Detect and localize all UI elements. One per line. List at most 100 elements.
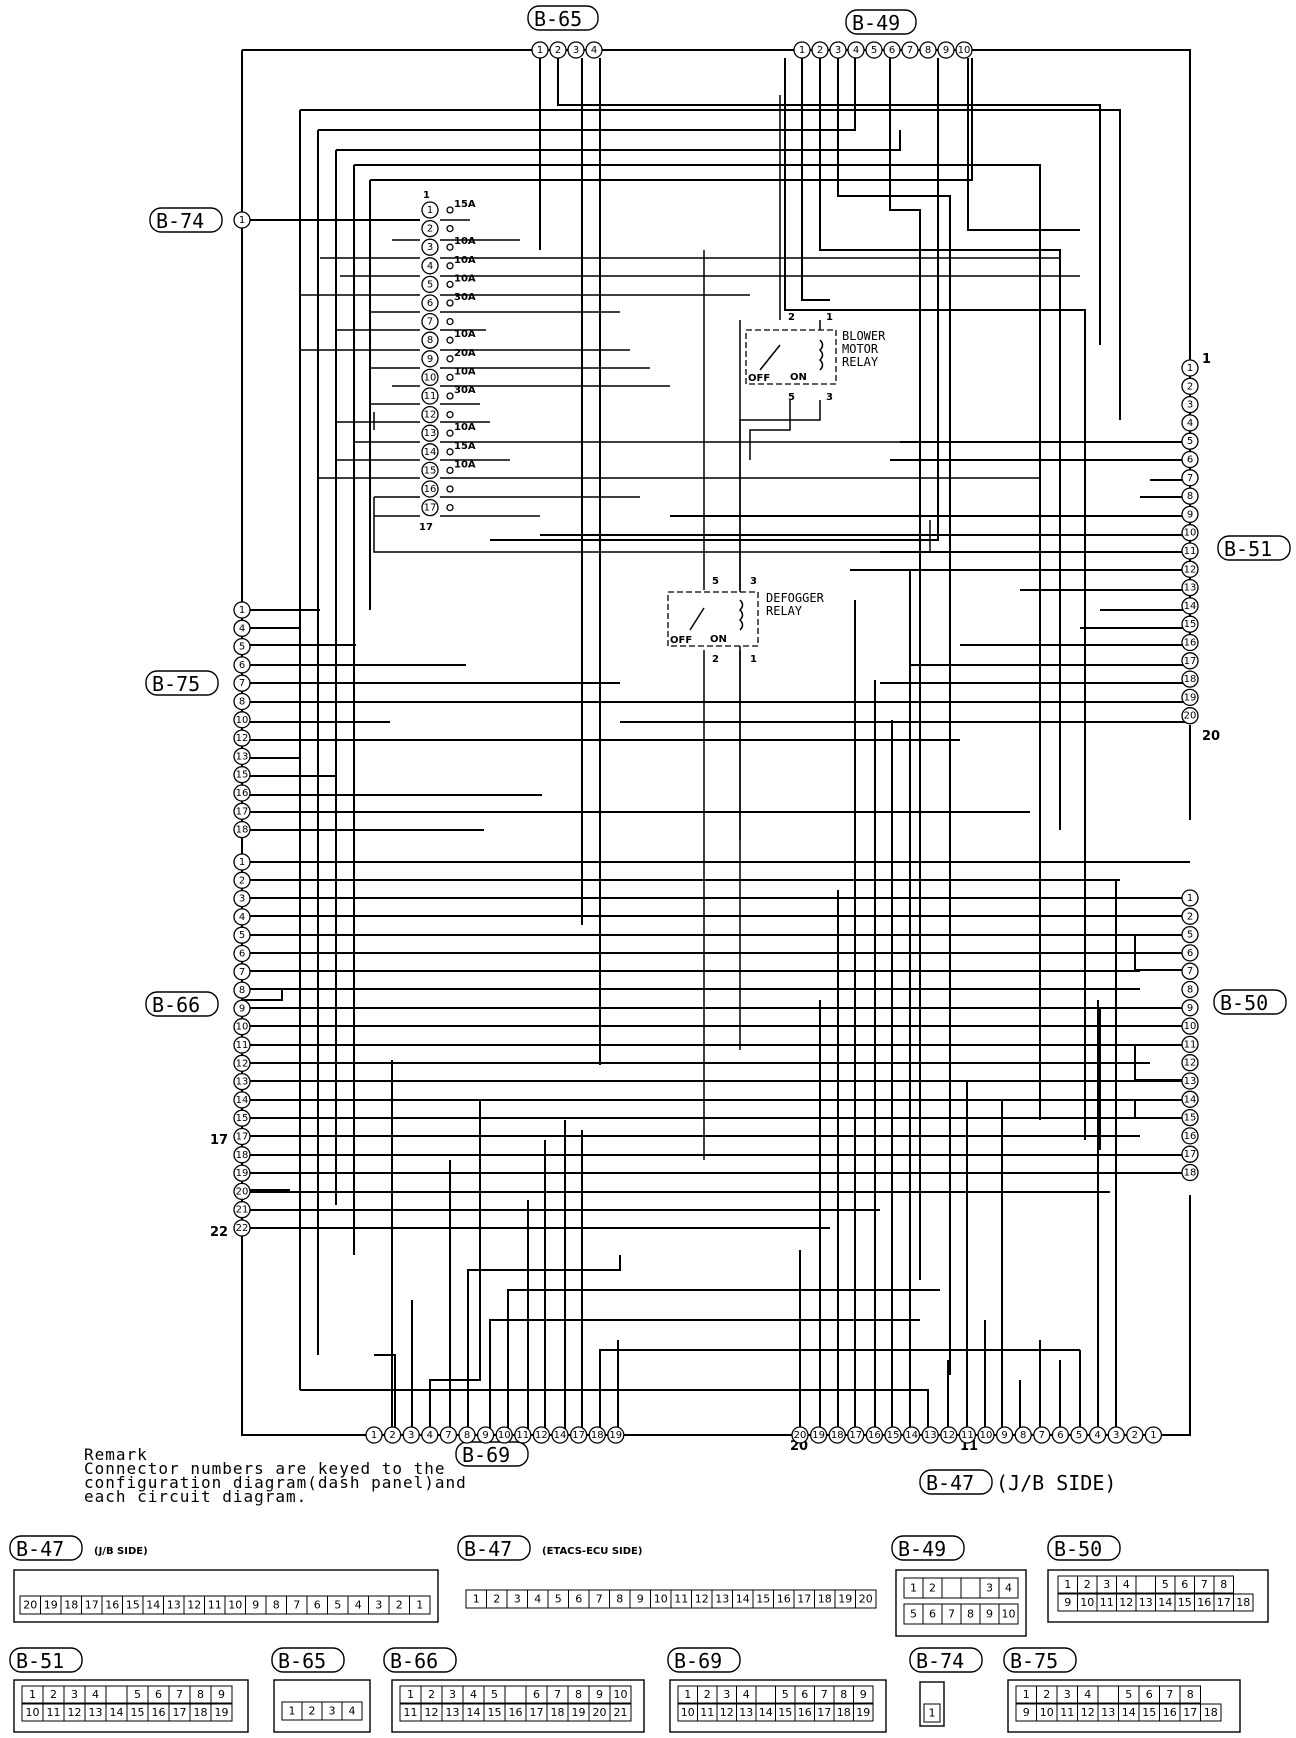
fuse-15-terminal (446, 466, 454, 475)
svg-text:1: 1 (239, 605, 245, 616)
svg-text:21: 21 (614, 1706, 628, 1719)
fuse-9-rating: 20A (454, 348, 476, 359)
b69-pin-19: 19 (607, 1426, 625, 1444)
fuse-10-rating: 10A (454, 366, 476, 377)
svg-text:9: 9 (427, 354, 433, 365)
b47-pin-10: 10 (977, 1426, 995, 1444)
svg-text:1: 1 (537, 45, 543, 56)
connector-b51-label: B-51 (1217, 535, 1291, 561)
svg-text:4: 4 (591, 45, 597, 56)
svg-text:4: 4 (1123, 1578, 1130, 1591)
svg-text:15: 15 (424, 465, 437, 476)
svg-text:1: 1 (427, 205, 433, 216)
svg-text:5: 5 (1187, 930, 1193, 941)
internal-wiring (241, 50, 1190, 1435)
b47-pin-13: 13 (921, 1426, 939, 1444)
svg-text:(ETACS-ECU SIDE): (ETACS-ECU SIDE) (542, 1546, 642, 1557)
svg-text:14: 14 (1122, 1706, 1136, 1719)
svg-text:10: 10 (236, 715, 249, 726)
svg-text:8: 8 (840, 1688, 847, 1701)
svg-text:14: 14 (554, 1430, 567, 1441)
fuse-13: 13 (421, 424, 439, 442)
b75-pin-18: 18 (233, 820, 251, 839)
svg-text:16: 16 (798, 1706, 812, 1719)
fuse-17-terminal (446, 503, 454, 512)
svg-text:18: 18 (551, 1706, 565, 1719)
svg-text:1: 1 (473, 1593, 480, 1606)
svg-text:5: 5 (334, 1599, 341, 1612)
svg-text:7: 7 (596, 1593, 603, 1606)
svg-text:9: 9 (218, 1688, 225, 1701)
svg-text:3: 3 (1103, 1578, 1110, 1591)
svg-text:18: 18 (818, 1593, 832, 1606)
svg-text:B-65: B-65 (534, 7, 582, 31)
b51-pin-9: 9 (1181, 505, 1199, 524)
blower-relay-label-3: RELAY (842, 355, 879, 369)
defogger-relay-on: ON (710, 634, 727, 645)
svg-text:12: 12 (1184, 1058, 1197, 1069)
fuse-13-terminal (446, 429, 454, 437)
svg-text:3: 3 (1113, 1430, 1119, 1441)
b47-pin-18: 18 (828, 1426, 846, 1444)
svg-text:8: 8 (925, 45, 931, 56)
svg-text:21: 21 (236, 1205, 249, 1216)
b47-pin-16: 16 (865, 1426, 884, 1444)
svg-text:19: 19 (838, 1593, 852, 1606)
svg-text:3: 3 (723, 1688, 730, 1701)
svg-text:19: 19 (609, 1430, 622, 1441)
b75-pin-6: 6 (233, 656, 251, 674)
b69-pin-11: 11 (514, 1426, 532, 1444)
b51-pin-last-label: 20 (1202, 729, 1220, 744)
svg-text:1: 1 (910, 1582, 917, 1595)
fuse-11-terminal (446, 392, 454, 400)
b50-pin-11: 11 (1181, 1035, 1199, 1054)
b47-pin-17: 17 (847, 1426, 865, 1444)
connector-b66-label: B-66 (145, 991, 219, 1017)
b66-pin-19: 19 (233, 1164, 251, 1182)
b50-pin-8: 8 (1181, 980, 1199, 999)
svg-text:9: 9 (596, 1688, 603, 1701)
svg-text:7: 7 (554, 1688, 561, 1701)
svg-text:3: 3 (408, 1430, 414, 1441)
b66-pin-12: 12 (233, 1054, 251, 1072)
svg-text:19: 19 (236, 1168, 249, 1179)
svg-text:B-65: B-65 (278, 1649, 326, 1673)
svg-text:10: 10 (1040, 1706, 1054, 1719)
svg-text:11: 11 (674, 1593, 688, 1606)
svg-text:14: 14 (236, 1095, 249, 1106)
b51-pin-16: 16 (1181, 633, 1199, 652)
svg-text:12: 12 (68, 1706, 82, 1719)
svg-text:9: 9 (1001, 1430, 1007, 1441)
b47-pin-4: 4 (1088, 1426, 1107, 1444)
svg-text:9: 9 (252, 1599, 259, 1612)
svg-text:8: 8 (197, 1688, 204, 1701)
svg-text:13: 13 (739, 1706, 753, 1719)
svg-text:6: 6 (533, 1688, 540, 1701)
svg-text:1: 1 (371, 1430, 377, 1441)
svg-text:13: 13 (924, 1430, 937, 1441)
svg-text:10: 10 (1184, 1021, 1197, 1032)
svg-text:16: 16 (509, 1706, 523, 1719)
svg-text:8: 8 (616, 1593, 623, 1606)
svg-text:7: 7 (239, 967, 245, 978)
svg-text:11: 11 (236, 1040, 249, 1051)
fuse-4: 4 (421, 257, 439, 275)
b65-pin-3: 3 (567, 41, 585, 59)
b47-pin-8: 8 (1014, 1426, 1032, 1444)
svg-text:10: 10 (1002, 1608, 1016, 1621)
svg-text:3: 3 (986, 1582, 993, 1595)
svg-text:16: 16 (236, 788, 249, 799)
b50-pin-9: 9 (1181, 999, 1199, 1017)
svg-text:7: 7 (1201, 1578, 1208, 1591)
svg-text:18: 18 (64, 1599, 78, 1612)
b51-pin-14: 14 (1181, 597, 1199, 615)
b47-pin-12: 12 (940, 1426, 958, 1444)
b51-pin-19: 19 (1181, 688, 1199, 707)
connector-b65-label: B-65 (527, 5, 599, 31)
svg-text:14: 14 (110, 1706, 124, 1719)
b50-pin-7: 7 (1181, 962, 1199, 980)
svg-text:5: 5 (1076, 1430, 1082, 1441)
b50-pin-12: 12 (1181, 1054, 1199, 1072)
